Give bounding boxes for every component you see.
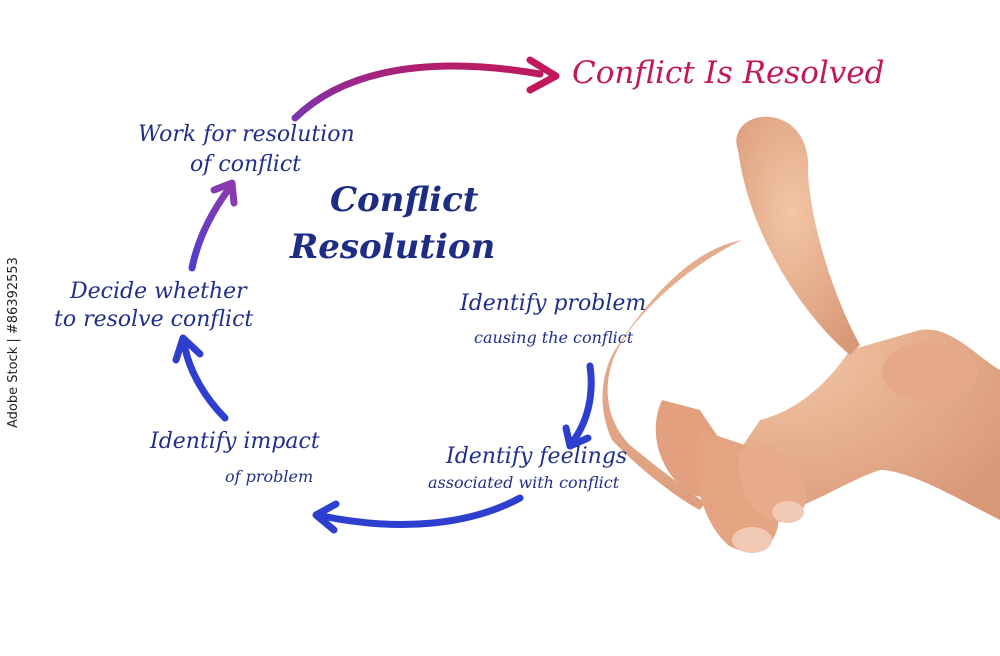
step-problem-line1: Identify problem [460, 291, 647, 316]
fingernail [772, 501, 804, 523]
step-feelings-line1: Identify feelings [446, 444, 628, 469]
step-problem-line2: causing the conflict [474, 328, 634, 347]
step-work-line1: Work for resolution [138, 122, 355, 147]
arrow-feelings-to-impact [318, 494, 524, 528]
ring-finger [696, 430, 779, 552]
step-feelings-line2: associated with conflict [428, 473, 620, 492]
arrow-problem-to-feelings [570, 362, 595, 444]
hand-palm [602, 240, 1000, 520]
diagram-title-line2: Resolution [290, 227, 496, 267]
arrow-to-resolved [291, 62, 544, 122]
step-impact-line2: of problem [225, 467, 314, 486]
fingernail [732, 527, 772, 553]
diagram-title-line1: Conflict [330, 180, 479, 220]
arrow-decide-to-work [188, 186, 232, 272]
arrowhead-to-resolved [526, 56, 560, 94]
step-impact-line1: Identify impact [150, 429, 320, 454]
arrowhead-decide-to-work [210, 179, 238, 207]
arrow-impact-to-decide [181, 344, 229, 422]
step-decide-line1: Decide whether [70, 279, 247, 304]
watermark: Adobe Stock | #86392553 [6, 257, 21, 428]
arrowhead-problem-to-feelings [562, 424, 592, 450]
pointing-hand [602, 116, 1000, 553]
thumb [882, 342, 978, 402]
step-work-line2: of conflict [190, 152, 301, 177]
index-finger [736, 116, 860, 356]
outcome-label: Conflict Is Resolved [572, 55, 885, 91]
arrowhead-impact-to-decide [172, 334, 204, 364]
arrowhead-feelings-to-impact [312, 500, 340, 534]
step-decide-line2: to resolve conflict [54, 307, 254, 332]
